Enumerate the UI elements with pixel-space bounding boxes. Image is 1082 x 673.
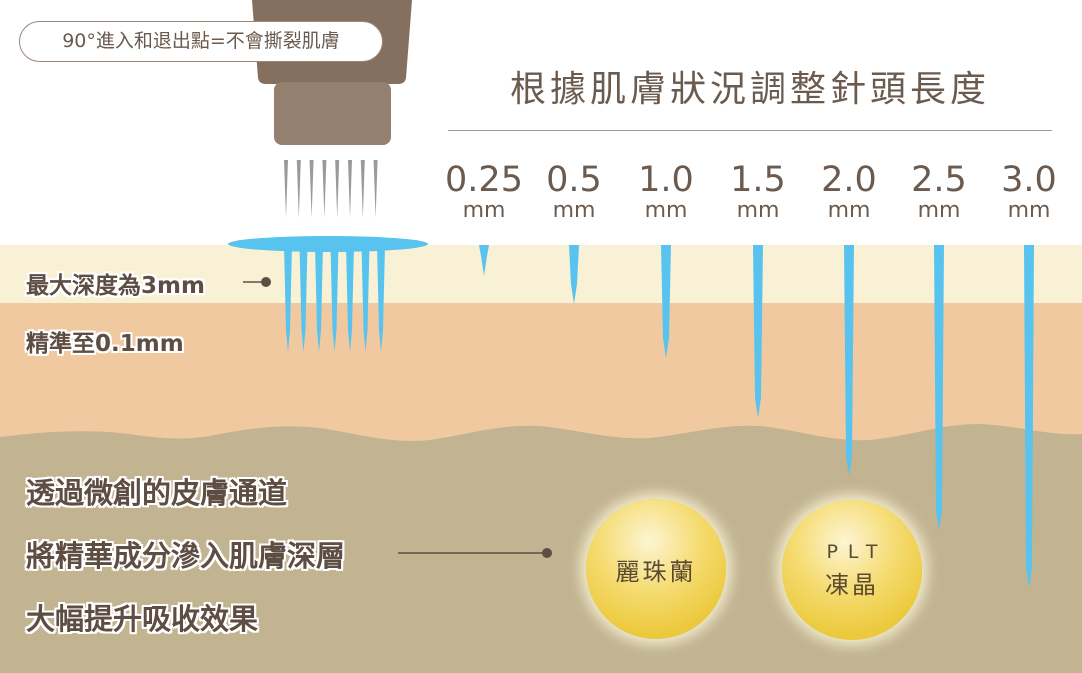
dermis-layer — [0, 303, 1082, 443]
ingredient-name: 凍晶 — [825, 570, 879, 599]
skin-needle — [361, 245, 370, 352]
length-value: 3.0 — [1001, 160, 1057, 200]
benefit-pointer-dot — [542, 548, 552, 558]
angle-badge: 90°進入和退出點=不會撕裂肌膚 — [19, 21, 383, 62]
length-unit: mm — [736, 198, 780, 223]
depth-needles — [479, 245, 1034, 588]
depth-needle — [479, 245, 489, 276]
skin-needle — [299, 245, 308, 352]
skin-needle — [346, 245, 354, 352]
device-needle — [348, 160, 352, 218]
length-value: 2.0 — [821, 160, 877, 200]
page-title: 根據肌膚狀況調整針頭長度 — [509, 69, 990, 110]
depth-needle — [1024, 245, 1034, 588]
length-value: 1.0 — [638, 160, 694, 200]
length-unit: mm — [827, 198, 871, 223]
device-needle — [309, 160, 314, 218]
length-value: 0.5 — [546, 160, 602, 200]
ingredient-name: 麗珠蘭 — [615, 557, 697, 586]
ingredient-ball-plt: PLT 凍晶 — [782, 500, 922, 640]
length-unit: mm — [644, 198, 688, 223]
ingredient-ball-lijulan: 麗珠蘭 — [586, 499, 726, 639]
length-value: 1.5 — [730, 160, 786, 200]
serum-drop — [228, 236, 428, 252]
benefit-line-2: 將精華成分滲入肌膚深層 — [26, 539, 346, 573]
depth-pointer-dot — [261, 277, 271, 287]
ingredient-prefix: PLT — [826, 540, 888, 563]
device-needle — [322, 160, 327, 218]
precision-label: 精準至0.1mm — [26, 331, 184, 357]
benefit-line-3: 大幅提升吸收效果 — [26, 602, 259, 636]
length-unit: mm — [462, 198, 506, 223]
device-needle — [335, 160, 340, 218]
skin-needle — [284, 245, 292, 352]
device-needle — [373, 160, 378, 218]
device-needle — [360, 160, 365, 218]
device-needles — [284, 160, 378, 218]
length-unit: mm — [917, 198, 961, 223]
depth-needle — [753, 245, 763, 418]
length-unit: mm — [1007, 198, 1051, 223]
penetrating-needles — [284, 245, 385, 352]
device-needle — [284, 160, 288, 218]
length-value: 2.5 — [911, 160, 967, 200]
length-unit: mm — [552, 198, 596, 223]
skin-needle — [330, 245, 339, 352]
skin-needle — [315, 245, 323, 352]
device-needle — [296, 160, 301, 218]
title-divider — [448, 130, 1052, 131]
length-value: 0.25 — [445, 160, 523, 200]
depth-needle — [844, 245, 854, 476]
depth-label: 最大深度為3mm — [26, 273, 205, 299]
benefit-line-1: 透過微創的皮膚通道 — [26, 476, 288, 510]
skin-needle — [377, 245, 385, 352]
depth-needle — [569, 245, 579, 304]
depth-needle — [661, 245, 671, 358]
depth-needle — [934, 245, 944, 531]
epidermis-layer — [0, 245, 1082, 305]
